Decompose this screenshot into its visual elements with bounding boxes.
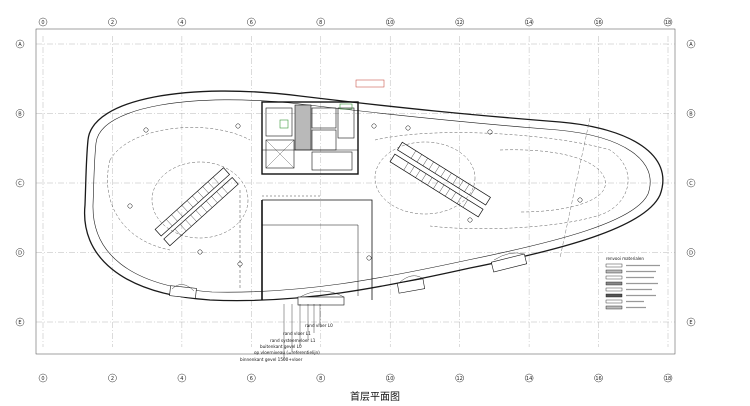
grid-label-col: 0 [41, 376, 44, 382]
grid-label-col: 14 [526, 20, 532, 26]
grid-label-col: 4 [180, 20, 183, 26]
grid-label-col: 4 [180, 376, 183, 382]
grid-bubble-col-18-top: 18 [663, 17, 673, 27]
note-rand-systeemvloer-l1: rand systeemvloer L1 [270, 338, 316, 343]
interior-dashed-loop-east-2 [499, 149, 606, 213]
grid-label-col: 8 [319, 20, 322, 26]
central-hall [239, 190, 373, 300]
column-markers [127, 123, 583, 267]
grid-label-col: 12 [456, 20, 462, 26]
drawing-caption: 首层平面图 [350, 392, 400, 403]
legend-title: renvooi materialen [606, 256, 644, 261]
building-outer-outline [83, 90, 664, 302]
grid-label-col: 6 [250, 376, 253, 382]
grid-label-row: D [18, 250, 22, 256]
grid-bubble-row-A-right: A [686, 39, 696, 49]
grid-bubble-col-2-bottom: 2 [108, 373, 117, 383]
grid-bubble-col-0-bottom: 0 [38, 373, 48, 383]
annotation-tag-top [355, 79, 385, 88]
grid-bubble-col-14-bottom: 14 [524, 373, 534, 383]
grid-label-col: 8 [319, 376, 322, 382]
grid-bubble-row-B-left: B [15, 109, 25, 118]
facade-entrances [169, 253, 528, 306]
escalator-void-west [151, 161, 249, 239]
grid-bubble-row-B-right: B [686, 109, 696, 118]
grid-label-col: 16 [595, 20, 601, 26]
grid-bubble-row-D-right: D [686, 248, 696, 257]
grid-label-row: A [18, 42, 22, 48]
grid-label-row: C [689, 181, 693, 187]
grid-label-col: 10 [387, 376, 393, 382]
grid-bubble-col-4-top: 4 [177, 17, 187, 27]
grid-label-row: B [18, 111, 22, 117]
grid-label-row: A [689, 42, 693, 48]
grid-label-col: 2 [111, 376, 114, 382]
grid-label-col: 0 [41, 20, 44, 26]
interior-dashed-loop-west [107, 127, 251, 251]
escalator-east [389, 141, 491, 218]
grid-label-col: 18 [665, 376, 671, 382]
grid-label-row: E [18, 320, 21, 326]
grid-bubble-row-C-left: C [15, 178, 25, 188]
note-binnenkant-gevel: binnenkant gevel 1500+vloer [240, 357, 303, 362]
grid-label-row: B [689, 111, 693, 117]
grid-bubble-row-C-right: C [686, 178, 696, 188]
grid-bubble-col-8-top: 8 [316, 17, 326, 27]
note-rand-vloer-l1: rand vloer L1 [283, 331, 311, 336]
grid-label-col: 10 [387, 20, 393, 26]
escalator-west [154, 167, 239, 247]
grid-bubble-row-D-left: D [15, 248, 25, 257]
note-rand-vloer-l0: rand vloer L0 [305, 323, 333, 328]
grid-label-col: 2 [111, 20, 114, 26]
grid-bubble-col-16-bottom: 16 [594, 373, 603, 383]
grid-label-row: D [689, 250, 693, 256]
building-inner-outline [92, 99, 651, 293]
grid-label-col: 12 [456, 376, 462, 382]
grid-label-col: 18 [665, 20, 671, 26]
grid-bubble-col-18-bottom: 18 [663, 373, 673, 383]
grid-bubble-col-12-bottom: 12 [455, 373, 464, 383]
escalator-void-east [374, 141, 476, 215]
grid-label-col: 14 [526, 376, 532, 382]
grid-bubble-col-2-top: 2 [108, 17, 117, 27]
grid-label-row: E [689, 320, 692, 326]
materials-legend: renvooi materialen [605, 256, 660, 310]
grid-bubble-col-10-top: 10 [385, 17, 395, 27]
grid-bubble-col-6-top: 6 [247, 17, 256, 27]
grid-bubble-row-A-left: A [15, 39, 25, 49]
grid-bubble-col-4-bottom: 4 [177, 373, 187, 383]
drawing-frame [35, 28, 676, 355]
grid-label-row: C [18, 181, 22, 187]
note-buitenkant-gevel: buitenkant gevel L0 [260, 344, 302, 349]
grid-bubble-col-10-bottom: 10 [385, 373, 395, 383]
grid-bubble-row-E-left: E [15, 317, 25, 327]
grid-label-col: 6 [250, 20, 253, 26]
grid-bubble-col-14-top: 14 [524, 17, 534, 27]
grid-label-col: 16 [595, 376, 601, 382]
service-core [261, 101, 359, 175]
grid-bubble-col-6-bottom: 6 [247, 373, 256, 383]
note-referentielijn: op vloerniveau (=referentielijn) [254, 350, 320, 355]
facade-entrance-arcs [171, 252, 525, 298]
grid-bubble-col-8-bottom: 8 [316, 373, 326, 383]
grid-bubble-col-0-top: 0 [38, 17, 48, 27]
grid-bubble-col-12-top: 12 [455, 17, 464, 27]
section-line-east [559, 117, 591, 259]
grid-lines [36, 36, 675, 347]
interior-dashed-loop-east [374, 132, 629, 229]
note-leaders [283, 304, 321, 360]
grid-bubble-row-E-right: E [686, 317, 696, 327]
grid-bubble-col-16-top: 16 [594, 17, 603, 27]
